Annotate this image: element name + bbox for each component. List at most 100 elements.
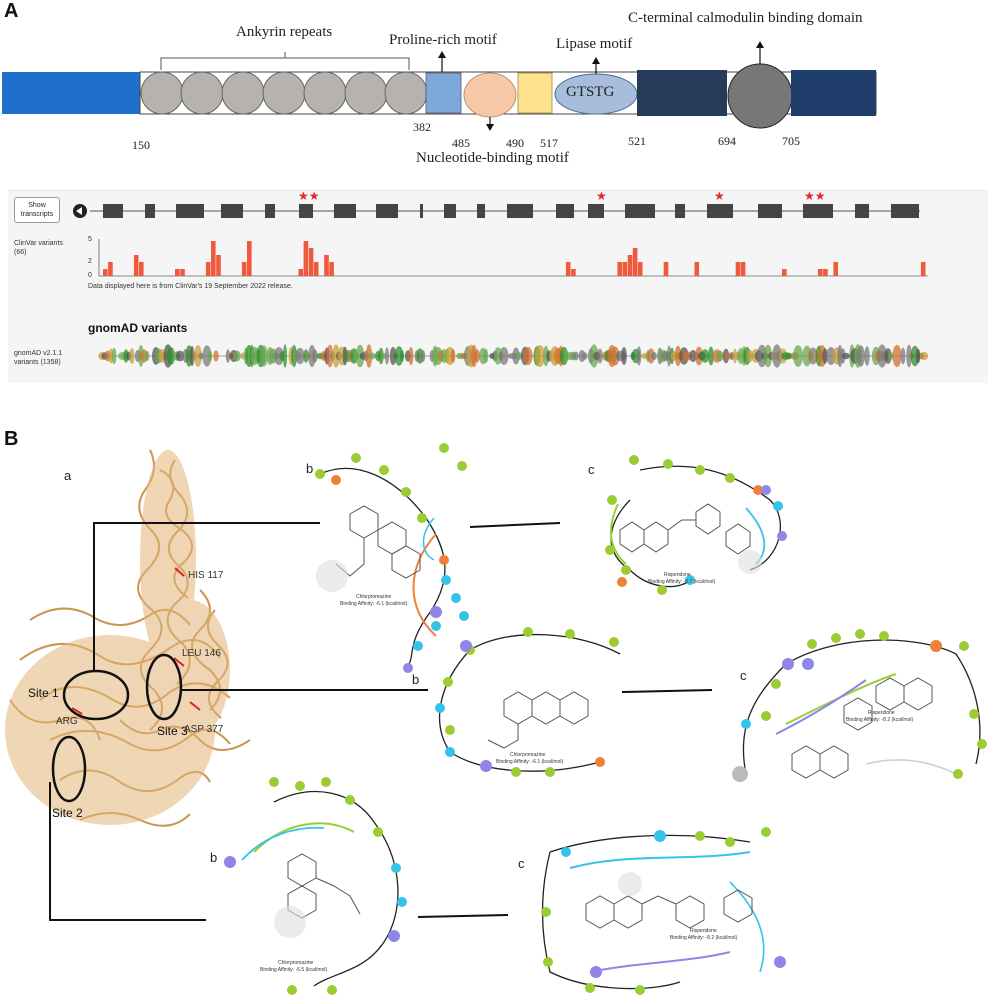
gtstg-label: GTSTG — [566, 84, 615, 100]
gnomad-variant — [499, 347, 509, 365]
clinvar-bar — [833, 262, 838, 276]
gnomad-variant — [399, 350, 405, 362]
lipase-box — [517, 72, 553, 114]
position-521: 521 — [628, 134, 646, 148]
clinvar-bar — [735, 262, 741, 276]
ankyrin-repeat-ovals — [140, 71, 428, 115]
panel-b-label: B — [4, 428, 19, 450]
clinvar-bar — [694, 262, 700, 276]
dark-domain-2 — [791, 70, 876, 116]
gnomad-variant — [647, 348, 655, 364]
clinvar-bar — [571, 269, 576, 276]
dark-domain-1 — [637, 70, 727, 116]
clinvar-bar — [632, 248, 638, 276]
gnomad-variant — [420, 349, 426, 363]
red-star-markers: ★★ ★ ★ ★★ — [298, 191, 826, 203]
gnomad-variant — [129, 348, 135, 364]
gnomad-variant — [523, 347, 533, 365]
clinvar-bar — [308, 248, 314, 276]
sublabel-c-3: c — [518, 856, 525, 871]
gnomad-variant — [666, 345, 672, 367]
gnomad-variant — [763, 344, 773, 368]
interaction-diagram-6 — [541, 827, 786, 995]
clinvar-bar — [740, 262, 746, 276]
variant-browser: Show transcripts — [8, 190, 988, 383]
drug-name-2: Risperidone — [664, 572, 691, 578]
sublabel-b-3: b — [210, 850, 218, 865]
gnomad-variant — [282, 344, 288, 368]
clinvar-bar — [298, 269, 304, 276]
sublabel-b-1: b — [306, 461, 314, 476]
y-tick-0: 0 — [88, 272, 92, 279]
site-1-ring — [62, 669, 130, 721]
gnomad-variant — [332, 344, 340, 368]
gnomad-variant — [573, 351, 579, 361]
interaction-diagram-2 — [605, 455, 787, 595]
clinvar-bar — [175, 269, 180, 276]
gnomad-variant — [194, 345, 202, 367]
gnomad-count: variants (1358) — [14, 359, 61, 366]
affinity-6: Binding Affinity: -8.2 (kcal/mol) — [670, 935, 738, 941]
calmodulin-circle — [727, 63, 793, 129]
gnomad-variant — [198, 352, 204, 360]
gnomad-variant — [207, 350, 213, 362]
connector-lines — [49, 522, 713, 921]
y-tick-2: 2 — [88, 258, 92, 265]
gnomad-variant — [708, 346, 714, 366]
gnomad-variant — [857, 345, 865, 367]
clinvar-bar — [241, 262, 247, 276]
gnomad-variant — [368, 352, 376, 360]
interaction-diagram-3 — [435, 627, 621, 777]
nucleotide-binding-oval — [463, 72, 517, 118]
gnomad-variant — [785, 352, 793, 360]
show-transcripts-button[interactable]: Show transcripts — [14, 197, 60, 223]
clinvar-bar — [313, 262, 319, 276]
browser-graphics: ★★ ★ ★ ★★ — [73, 191, 929, 368]
gnomad-variant — [682, 351, 692, 361]
gnomad-variant — [700, 349, 710, 363]
gnomad-variant — [473, 349, 481, 363]
clinvar-bars — [103, 241, 926, 276]
gnomad-variant — [610, 346, 620, 366]
docking-figure — [5, 449, 713, 921]
clinvar-bar — [216, 255, 221, 276]
clinvar-bar — [329, 262, 334, 276]
gnomad-variant — [651, 351, 657, 361]
gnomad-variant — [389, 346, 397, 366]
y-tick-5: 5 — [88, 236, 92, 243]
clinvar-bar — [663, 262, 669, 276]
gnomad-variant — [559, 346, 569, 366]
clinvar-bar — [247, 241, 252, 276]
site-2-ring — [51, 735, 87, 803]
sublabel-b-2: b — [412, 672, 420, 687]
panel-a-label: A — [4, 0, 19, 22]
gnomad-variant — [906, 344, 912, 368]
gnomad-variant — [535, 344, 545, 368]
gnomad-variant-track — [98, 344, 929, 368]
gnomad-variant — [543, 345, 549, 367]
svg-text:★★: ★★ — [804, 191, 826, 203]
gnomad-variant — [189, 345, 195, 367]
clinvar-bar — [205, 262, 211, 276]
gnomad-variant — [303, 349, 309, 363]
gnomad-variant — [636, 346, 642, 366]
site-3-ring — [145, 653, 183, 721]
clinvar-bar — [565, 262, 571, 276]
position-490: 490 — [506, 136, 524, 150]
clinvar-note: Data displayed here is from ClinVar's 19… — [88, 283, 293, 290]
position-150: 150 — [132, 138, 150, 152]
clinvar-bar — [823, 269, 828, 276]
gnomad-variant — [166, 347, 176, 365]
residue-asp377: ASP 377 — [184, 724, 224, 735]
protein-fill — [5, 450, 230, 825]
gnomad-variant — [350, 348, 358, 364]
gnomad-variant — [175, 350, 185, 362]
position-705: 705 — [782, 134, 800, 148]
gnomad-variant — [900, 347, 906, 365]
site-3-label: Site 3 — [157, 724, 188, 738]
gnomad-variant — [111, 347, 117, 365]
affinity-2: Binding Affinity: -8.7 (kcal/mol) — [648, 579, 716, 585]
svg-text:★★: ★★ — [298, 191, 320, 203]
gnomad-variant — [919, 351, 929, 361]
gnomad-variant — [408, 346, 414, 366]
